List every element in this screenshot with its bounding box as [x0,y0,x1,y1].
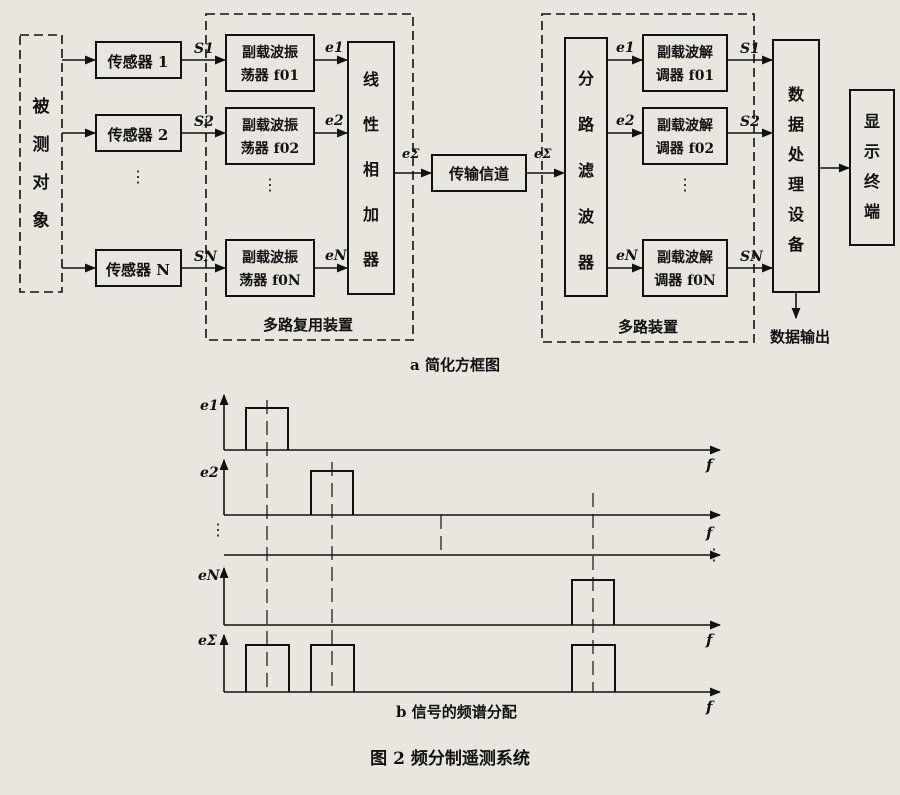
spectrum-plots [219,393,722,697]
demod-line1-n: 副载波解 [657,249,713,266]
sensor-label-n: 传感器 N [105,261,170,279]
carrier-e1: e1 [325,40,344,56]
axis-label-en: eN [198,568,221,584]
sensor-label-1: 传感器 1 [107,53,169,71]
object-char-4: 象 [33,210,50,231]
adder-char-5: 器 [362,250,380,269]
signal-s1: S1 [194,41,214,57]
adder-char-1: 线 [363,70,379,89]
demod-line2-n: 调器 f0N [654,273,716,289]
demux-e2: e2 [616,113,635,129]
demod-vdots: ⋮ [677,175,693,194]
output-s1: S1 [740,41,760,57]
display-char-3: 终 [864,172,881,191]
adder-char-3: 相 [363,160,379,179]
object-char-3: 对 [33,172,50,193]
osc-line2-2: 荡器 f02 [241,140,299,157]
figure-caption: 图 2 频分制遥测系统 [370,748,530,769]
demod-line1-1: 副载波解 [657,44,713,61]
axis-label-sum: eΣ [198,633,217,649]
plot-vdots-right: ⋮ [706,545,722,564]
output-s2: S2 [740,114,760,130]
demod-line1-2: 副载波解 [657,117,713,134]
filter-char-4: 波 [578,207,595,226]
adder-box [347,41,395,295]
osc-line1-n: 副载波振 [242,249,298,266]
mux-group [205,13,414,341]
filter-box [564,37,608,297]
object-char-2: 测 [33,134,50,155]
demux-en: eN [616,248,639,264]
block-labels: 被 测 对 象 传感器 1 传感器 2 传感器 N ⋮ S1 S2 SN 副载波… [33,40,881,374]
axis-label-e2: e2 [200,465,219,481]
processor-char-2: 据 [788,115,804,134]
processor-char-5: 设 [788,205,805,224]
channel-label: 传输信道 [448,165,509,183]
f-label-3: f [705,631,715,649]
output-sn: SN [740,249,764,265]
processor-char-4: 理 [788,175,804,194]
f-label-4: f [705,698,715,716]
filter-char-3: 滤 [578,161,594,180]
object-box [19,34,63,293]
processor-char-1: 数 [788,85,805,104]
mux-group-label: 多路复用装置 [263,316,353,334]
display-char-4: 端 [864,202,880,221]
demux-e1: e1 [616,40,635,56]
processor-box [772,39,820,293]
data-output-label: 数据输出 [770,328,830,346]
signal-sn: SN [194,249,218,265]
demux-group-label: 多路装置 [618,318,678,336]
sensor-vdots: ⋮ [130,167,146,186]
osc-line1-2: 副载波振 [242,117,298,134]
demod-line2-1: 调器 f01 [656,68,714,84]
adder-char-2: 性 [363,115,379,134]
filter-char-2: 路 [578,115,595,134]
adder-char-4: 加 [362,205,379,224]
osc-vdots: ⋮ [262,175,278,194]
filter-char-5: 器 [577,253,595,272]
f-label-2: f [705,524,715,542]
band-sum-2 [310,644,355,692]
sum-signal-left: eΣ [402,147,420,162]
sensor-label-2: 传感器 2 [107,126,169,144]
signal-s2: S2 [194,114,214,130]
processor-char-6: 备 [787,235,805,254]
display-char-1: 显 [864,112,880,131]
carrier-en: eN [325,248,348,264]
osc-line2-n: 荡器 f0N [239,272,301,289]
block-diagram [19,13,895,343]
object-char-1: 被 [33,96,50,117]
axis-label-e1: e1 [200,398,219,414]
osc-line2-1: 荡器 f01 [241,67,299,84]
osc-line1-1: 副载波振 [242,44,298,61]
demod-line2-2: 调器 f02 [656,141,714,157]
caption-b: b 信号的频谱分配 [396,703,517,721]
caption-a: a 简化方框图 [410,356,500,374]
processor-char-3: 处 [787,145,805,164]
filter-char-1: 分 [578,69,594,88]
demux-group [541,13,755,343]
sum-signal-right: eΣ [534,147,552,162]
spectrum-labels: e1 e2 eN eΣ ⋮ ⋮ f f f f b 信号的频谱分配 [198,398,722,721]
f-label-1: f [705,456,715,474]
display-char-2: 示 [864,142,880,161]
carrier-e2: e2 [325,113,344,129]
plot-vdots-left: ⋮ [210,520,226,539]
